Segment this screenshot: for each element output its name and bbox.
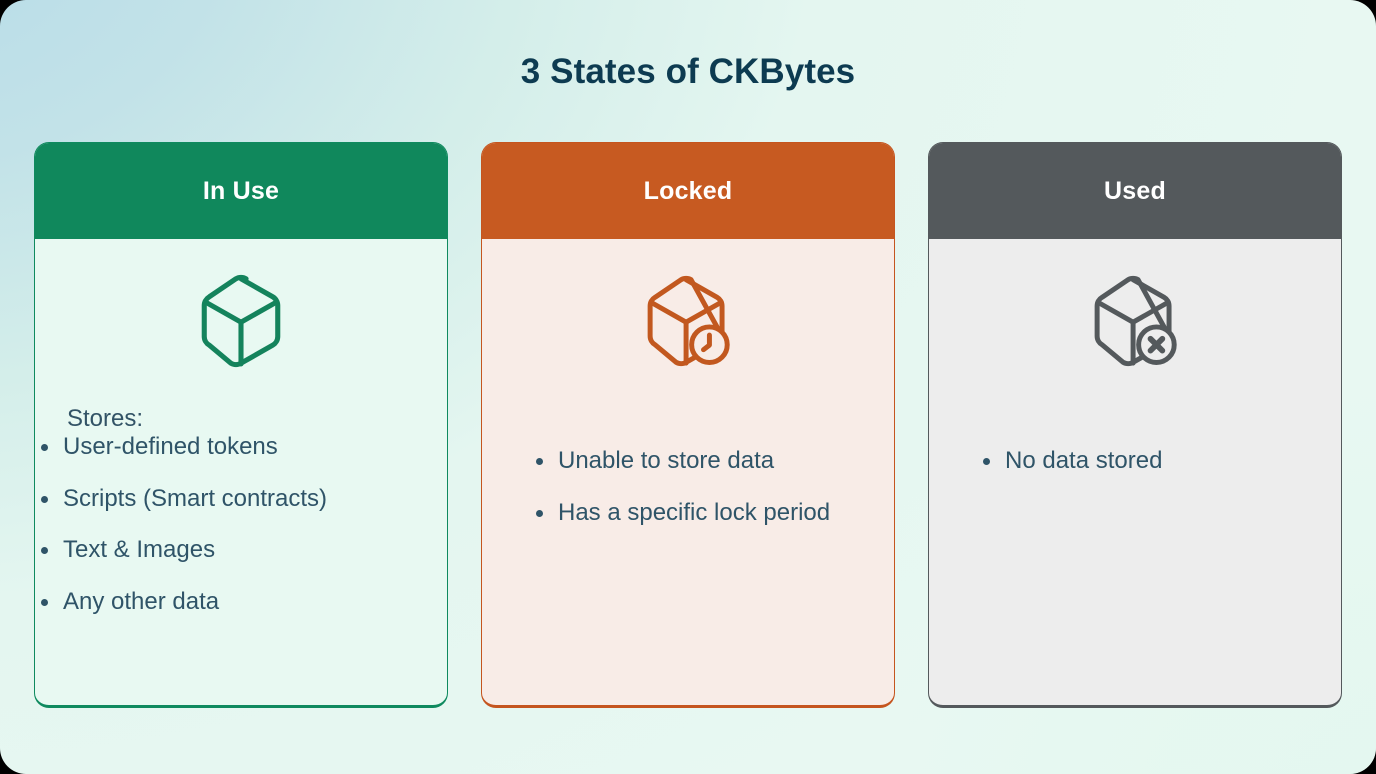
card-title-used: Used xyxy=(1104,176,1166,205)
card-body-locked: Unable to store data Has a specific lock… xyxy=(482,239,894,705)
icon-container-in-use xyxy=(35,239,447,399)
list-item: Scripts (Smart contracts) xyxy=(35,485,447,513)
card-title-in-use: In Use xyxy=(202,176,280,205)
cube-box-x-icon xyxy=(1091,274,1179,373)
list-item: Has a specific lock period xyxy=(530,499,894,527)
list-item: Text & Images xyxy=(35,536,447,564)
card-header-in-use: In Use xyxy=(35,143,447,239)
card-header-locked: Locked xyxy=(482,143,894,239)
icon-container-locked xyxy=(482,239,894,399)
list-item: No data stored xyxy=(977,447,1341,475)
state-card-group: In Use Stores: User-defined tokens xyxy=(34,142,1342,710)
feature-list-used: No data stored xyxy=(929,447,1341,475)
list-item: Any other data xyxy=(35,588,447,616)
card-header-used: Used xyxy=(929,143,1341,239)
list-item: Unable to store data xyxy=(530,447,894,475)
list-item: User-defined tokens xyxy=(35,433,447,461)
page-title: 3 States of CKBytes xyxy=(520,52,856,91)
state-card-used: Used No d xyxy=(928,142,1342,708)
state-card-locked: Locked Un xyxy=(481,142,895,708)
feature-list-locked: Unable to store data Has a specific lock… xyxy=(482,447,894,526)
card-body-used: No data stored xyxy=(929,239,1341,705)
state-card-in-use: In Use Stores: User-defined tokens xyxy=(34,142,448,708)
icon-container-used xyxy=(929,239,1341,399)
stores-label: Stores: xyxy=(67,405,144,432)
cube-box-icon xyxy=(198,274,284,373)
card-body-in-use: Stores: User-defined tokens Scripts (Sma… xyxy=(35,239,447,705)
cube-box-clock-icon xyxy=(644,274,732,373)
card-title-locked: Locked xyxy=(643,176,733,205)
feature-list-in-use: User-defined tokens Scripts (Smart contr… xyxy=(35,433,447,615)
